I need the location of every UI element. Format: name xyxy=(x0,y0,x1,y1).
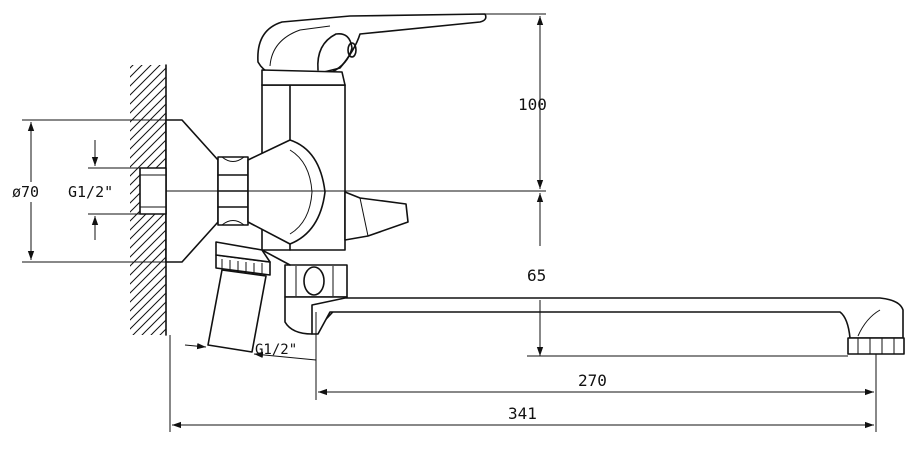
dimension-label-outlet-thread: G1/2" xyxy=(255,342,297,358)
dimension-inlet-thread: G1/2" xyxy=(68,140,140,240)
dimension-label-diameter: ø70 xyxy=(12,183,39,201)
dimension-label-100: 100 xyxy=(518,95,547,114)
spout-collar xyxy=(261,249,348,335)
dimension-height-bottom: 65 xyxy=(527,193,848,357)
dimension-total-reach: 341 xyxy=(169,335,877,432)
dimension-height-top: 100 xyxy=(485,13,547,189)
mixer-body xyxy=(247,84,409,251)
inlet-pipe xyxy=(139,167,167,215)
lever-handle xyxy=(257,13,487,86)
spout xyxy=(311,297,905,355)
dimension-label-341: 341 xyxy=(508,404,537,423)
dimension-label-inlet-thread: G1/2" xyxy=(68,183,113,201)
dimension-diameter: ø70 xyxy=(8,119,180,263)
dimension-label-65: 65 xyxy=(527,266,546,285)
dimension-outlet-thread: G1/2" xyxy=(184,342,317,361)
shower-outlet xyxy=(207,241,271,353)
dimension-label-270: 270 xyxy=(578,371,607,390)
dimension-spout-reach: 270 xyxy=(315,312,877,400)
